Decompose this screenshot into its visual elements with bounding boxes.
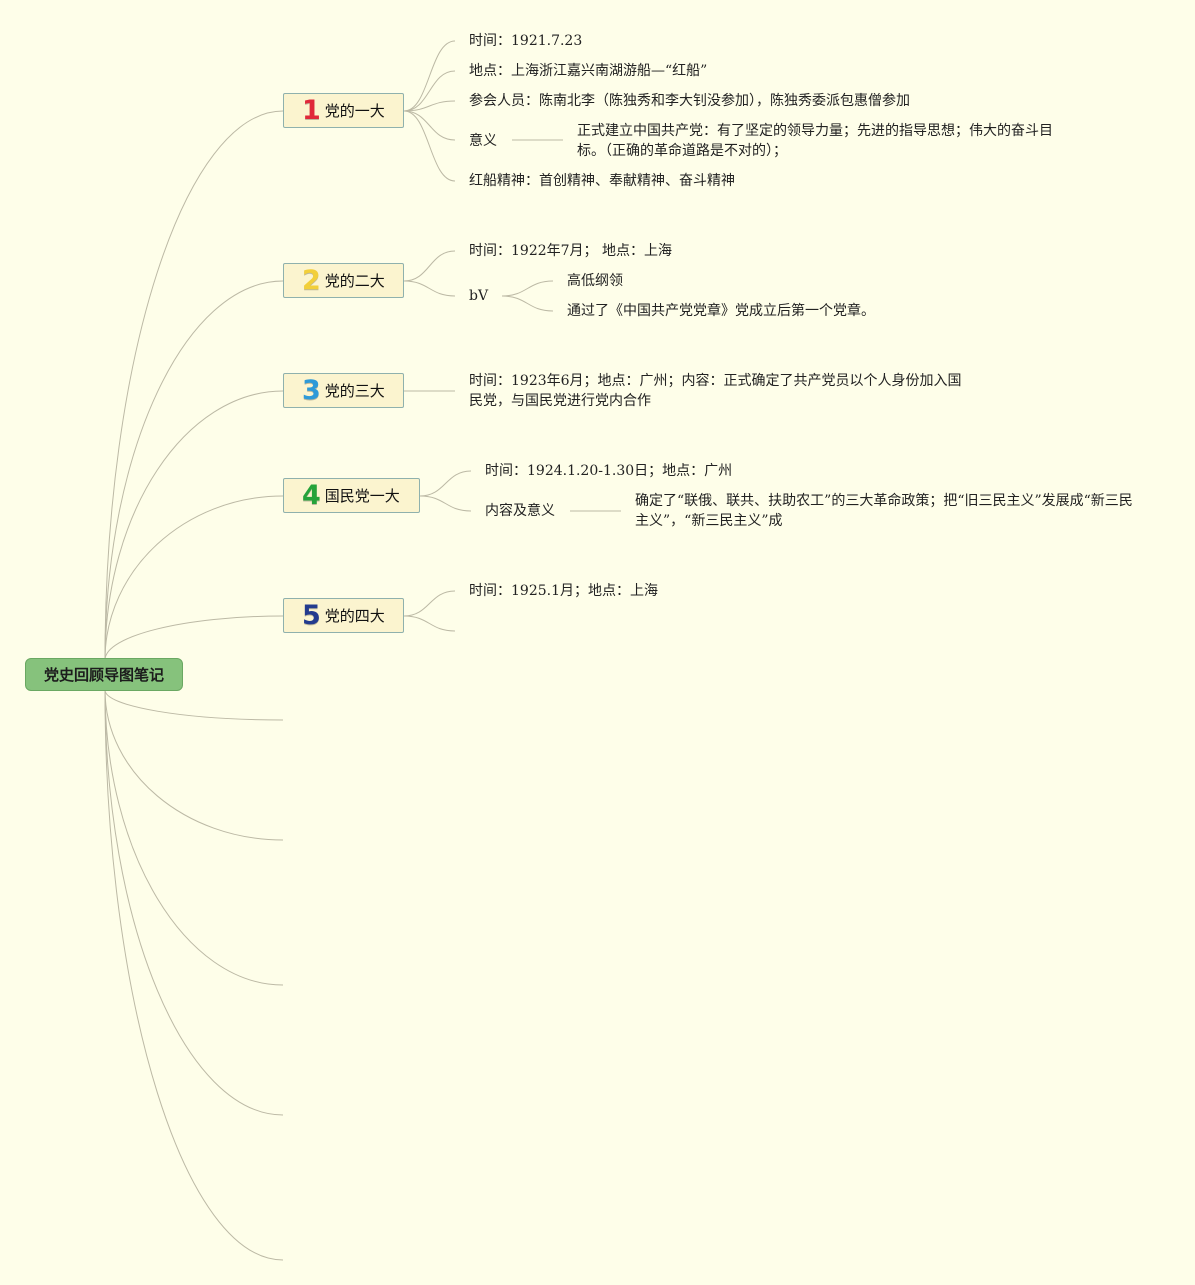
topic-2-subleaf-program[interactable]: 高低纲领 [567,273,623,289]
root-link-empty-5 [104,689,284,1261]
root-label: 党史回顾导图笔记 [43,666,164,684]
root-link-topic-4 [104,495,284,661]
topic-2[interactable]: 2 党的二大 [283,263,404,298]
topic-5-label: 党的四大 [324,607,385,625]
topic-2-sub-link-1 [501,295,554,312]
topic-5-number-icon: 5 [302,600,321,631]
topic-4-number-icon: 4 [302,480,321,511]
topic-3-number-icon: 3 [302,375,321,406]
topic-2-number-icon: 2 [302,265,321,296]
topic-5-leaf-time-place[interactable]: 时间：1925.1月；地点：上海 [469,583,658,599]
topic-1-link-3 [403,110,456,141]
topic-4-link-0 [419,470,472,497]
topic-1-significance-detail[interactable]: 正式建立中国共产党：有了坚定的领导力量；先进的指导思想；伟大的奋斗目标。（正确的… [577,123,1053,159]
root-link-topic-1 [104,110,284,661]
topic-4-content-detail[interactable]: 确定了“联俄、联共、扶助农工”的三大革命政策；把“旧三民主义”发展成“新三民主义… [635,493,1133,529]
root-link-empty-3 [104,689,284,986]
topic-3[interactable]: 3 党的三大 [283,373,404,408]
topic-1-leaf-significance[interactable]: 意义 [469,133,497,149]
topic-2-subleaf-charter[interactable]: 通过了《中国共产党党章》党成立后第一个党章。 [567,303,875,319]
topic-2-link-0 [403,250,456,282]
topic-4-link-1 [419,495,472,512]
root-link-topic-2 [104,280,284,661]
topic-1-number-icon: 1 [302,95,321,126]
topic-2-label: 党的二大 [324,272,385,290]
topic-1-link-4 [403,110,456,182]
topic-5[interactable]: 5 党的四大 [283,598,404,633]
topic-2-sub-link-0 [501,280,554,297]
root-link-empty-1 [104,689,284,721]
topic-4-leaf-content[interactable]: 内容及意义 [485,503,555,519]
topic-1[interactable]: 1 党的一大 [283,93,404,128]
topic-1-link-0 [403,40,456,112]
topic-1-link-1 [403,70,456,112]
topic-2-leaf-time-place[interactable]: 时间：1922年7月； 地点：上海 [469,243,672,259]
topic-1-link-2 [403,100,456,112]
topic-1-leaf-time[interactable]: 时间：1921.7.23 [469,33,583,49]
topic-3-leaf-content[interactable]: 时间：1923年6月；地点：广州；内容：正式确定了共产党员以个人身份加入国民党，… [469,373,962,409]
root-link-empty-4 [104,689,284,1116]
topic-1-label: 党的一大 [324,102,385,120]
root-link-topic-3 [104,390,284,661]
root-link-empty-2 [104,689,284,841]
topic-1-leaf-attendees[interactable]: 参会人员：陈南北李（陈独秀和李大钊没参加），陈独秀委派包惠僧参加 [469,93,910,109]
topic-2-leaf-bv[interactable]: bV [469,288,489,304]
topic-4-leaf-time-place[interactable]: 时间：1924.1.20-1.30日；地点：广州 [485,463,733,479]
topic-4[interactable]: 4 国民党一大 [283,478,420,513]
root-link-topic-5 [104,615,284,661]
topic-4-label: 国民党一大 [324,487,400,505]
topic-5-link-0 [403,590,456,617]
topic-1-leaf-place[interactable]: 地点：上海浙江嘉兴南湖游船—“红船” [469,63,708,79]
topic-3-label: 党的三大 [324,382,385,400]
topic-5-link-1 [403,615,456,632]
topic-2-link-1 [403,280,456,297]
root-topic[interactable]: 党史回顾导图笔记 [25,658,183,691]
topic-1-leaf-spirit[interactable]: 红船精神：首创精神、奉献精神、奋斗精神 [469,173,735,189]
